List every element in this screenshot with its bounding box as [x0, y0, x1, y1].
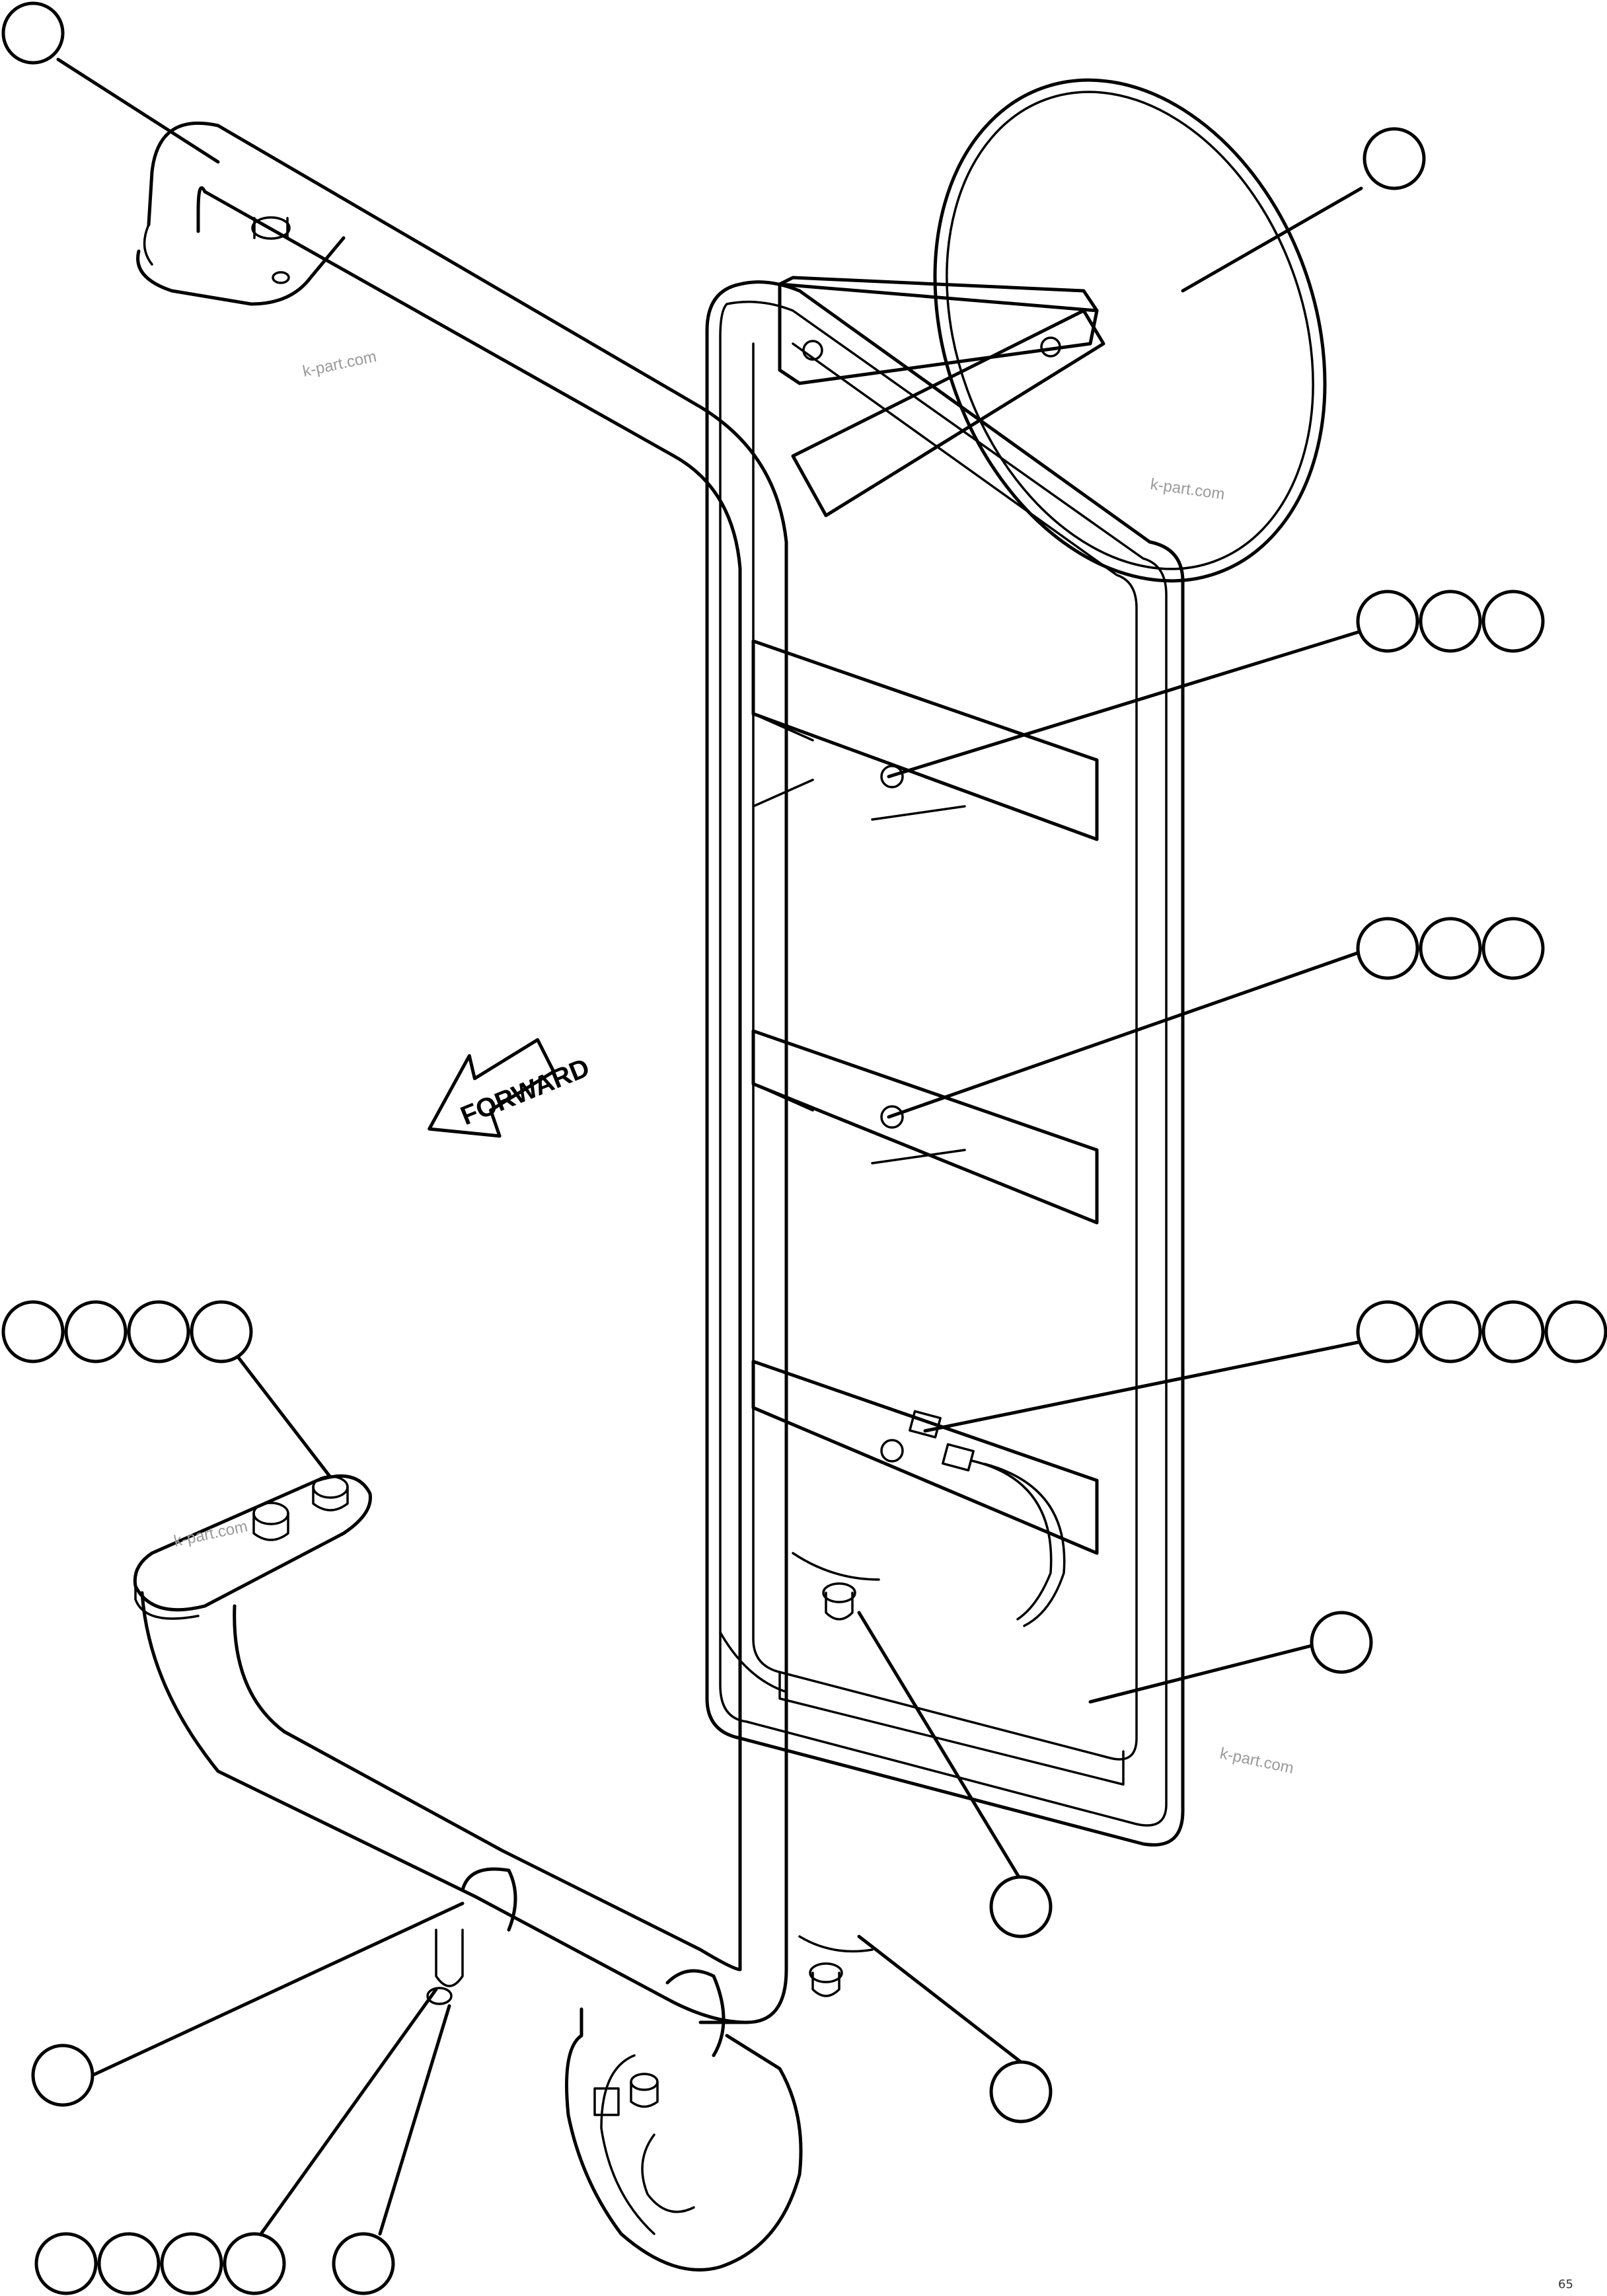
callout-group-middle-bracket — [1356, 917, 1545, 980]
callout-lower-clamp — [989, 2060, 1053, 2124]
callout-mirror — [1363, 127, 1426, 190]
back-panel — [705, 280, 1185, 1847]
bottom-fitting — [565, 2007, 803, 2272]
forward-label: FORWARD — [457, 1053, 593, 1131]
callout-lower-tube — [31, 2044, 94, 2107]
watermark-1: k-part.com — [301, 348, 378, 381]
watermark-2: k-part.com — [1149, 475, 1226, 504]
watermark-3: k-part.com — [172, 1517, 249, 1550]
lower-foot-tube — [133, 1474, 749, 2057]
step-brackets — [751, 639, 1099, 1627]
callout-group-upper-bracket — [1356, 590, 1545, 653]
callout-panel — [1310, 1611, 1373, 1674]
handrail-tube — [136, 121, 788, 2024]
callout-top-left — [1, 1, 65, 65]
watermark-4: k-part.com — [1218, 1744, 1295, 1777]
callout-bottom-single — [332, 2232, 395, 2295]
callout-upper-clamp — [989, 1875, 1053, 1938]
tube-clamps — [426, 1552, 880, 2005]
mirror — [778, 78, 1327, 583]
leader-lines — [56, 57, 1363, 2236]
corner-code: 65 — [1558, 2277, 1573, 2291]
callout-group-bottom-left — [34, 2232, 286, 2295]
callout-group-lower-bracket — [1356, 1300, 1607, 1363]
forward-arrow: FORWARD — [428, 1038, 593, 1138]
callout-group-bolts — [1, 1300, 253, 1363]
